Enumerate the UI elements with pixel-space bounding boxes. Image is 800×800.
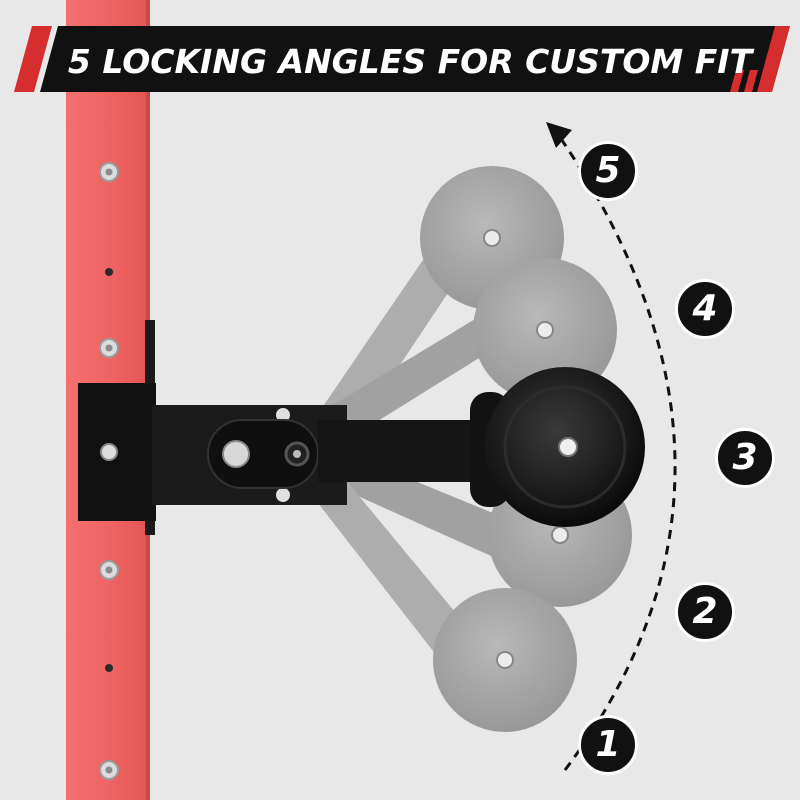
angle-badge-5: 5: [578, 141, 638, 201]
angle-badge-1: 1: [578, 715, 638, 775]
angle-badge-3: 3: [715, 428, 775, 488]
angle-badge-4: 4: [675, 279, 735, 339]
main-arm: [318, 367, 645, 527]
banner-title: 5 LOCKING ANGLES FOR CUSTOM FIT: [67, 41, 753, 81]
rack-hole: [105, 268, 113, 276]
mount-bracket: [78, 320, 347, 535]
angle-badge-2: 2: [675, 582, 735, 642]
title-banner: [14, 26, 790, 92]
rack-hole: [105, 664, 113, 672]
dashed-arrow-icon: [546, 122, 677, 771]
